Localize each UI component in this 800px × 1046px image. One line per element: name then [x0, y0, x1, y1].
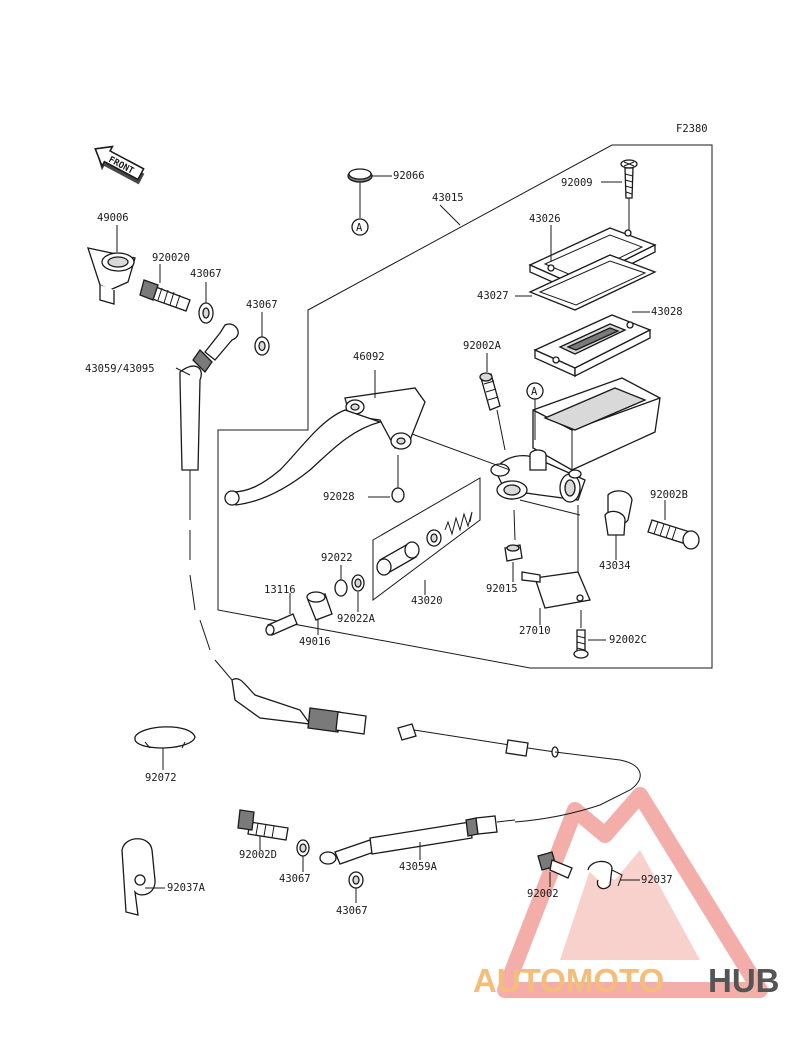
- label-43034: 43034: [599, 560, 631, 572]
- label-92022: 92022: [321, 552, 353, 564]
- assembly-outline: [217, 144, 713, 669]
- bushing-92028: [391, 487, 405, 503]
- clamp-43034: [604, 490, 633, 536]
- label-92028: 92028: [323, 491, 355, 503]
- ref-marker-a-label: A: [356, 222, 363, 234]
- pushrod-13116: [265, 613, 298, 636]
- label-92009: 92009: [561, 177, 593, 189]
- ref-marker-a-body-label: A: [531, 386, 538, 398]
- piston-43020: [376, 511, 473, 576]
- cap-92066: [347, 168, 373, 183]
- label-92002O: 920020: [152, 252, 190, 264]
- watermark-text-main: AUTOMOTO: [473, 962, 664, 999]
- switch-27010: [521, 571, 591, 609]
- watermark-logo: [497, 787, 768, 998]
- label-43059: 43059/43095: [85, 363, 155, 375]
- label-43026: 43026: [529, 213, 561, 225]
- label-92022A: 92022A: [337, 613, 376, 625]
- label-92072: 92072: [145, 772, 177, 784]
- label-92037A: 92037A: [167, 882, 206, 894]
- band-92072: [134, 726, 196, 749]
- bolt-92002: [537, 851, 573, 879]
- gasket-43027: [528, 254, 657, 311]
- label-49006: 49006: [97, 212, 129, 224]
- clip-92037: [587, 860, 623, 890]
- banjo-bolt-920020: [139, 279, 191, 312]
- nut-92015: [504, 544, 523, 562]
- label-92002C: 92002C: [609, 634, 647, 646]
- watermark-wordmark: AUTOMOTO HUB: [473, 962, 780, 999]
- banjo-bolt-92002D: [237, 809, 289, 841]
- label-92002B: 92002B: [650, 489, 688, 501]
- label-43067-a: 43067: [190, 268, 222, 280]
- label-49016: 49016: [299, 636, 331, 648]
- screw-92002C: [573, 629, 589, 659]
- label-43015: 43015: [432, 192, 464, 204]
- diaphragm-plate-43028: [533, 314, 652, 378]
- label-27010: 27010: [519, 625, 551, 637]
- clutch-hose-43059A: [319, 815, 516, 865]
- screw-92002A: [479, 372, 501, 411]
- clutch-lever-46092: [224, 387, 426, 506]
- screw-92009: [620, 159, 638, 199]
- clamp-92037A: [121, 838, 156, 916]
- label-43027: 43027: [477, 290, 509, 302]
- bolt-92002B: [647, 519, 700, 550]
- label-43067-c: 43067: [279, 873, 311, 885]
- label-43028: 43028: [651, 306, 683, 318]
- label-43020: 43020: [411, 595, 443, 607]
- piston-assembly-box: [372, 477, 481, 601]
- clutch-hose-43059: [179, 323, 367, 735]
- clutch-cable: [397, 723, 641, 823]
- watermark-text-hub: HUB: [708, 962, 780, 999]
- label-43067-d: 43067: [336, 905, 368, 917]
- label-92002D: 92002D: [239, 849, 277, 861]
- circlip-92022: [334, 579, 348, 597]
- label-13116: 13116: [264, 584, 296, 596]
- figure-code: F2380: [676, 123, 708, 135]
- label-43067-b: 43067: [246, 299, 278, 311]
- label-92037: 92037: [641, 874, 673, 886]
- boot-49016: [306, 591, 333, 621]
- label-92002: 92002: [527, 888, 559, 900]
- label-92002A: 92002A: [463, 340, 502, 352]
- label-43059A: 43059A: [399, 861, 438, 873]
- label-92015: 92015: [486, 583, 518, 595]
- label-46092: 46092: [353, 351, 385, 363]
- boot-49006: [87, 247, 136, 305]
- master-cylinder-body: [490, 377, 661, 503]
- front-arrow-icon: FRONT: [94, 145, 145, 185]
- label-92066: 92066: [393, 170, 425, 182]
- ref-marker-a-top: [351, 218, 369, 236]
